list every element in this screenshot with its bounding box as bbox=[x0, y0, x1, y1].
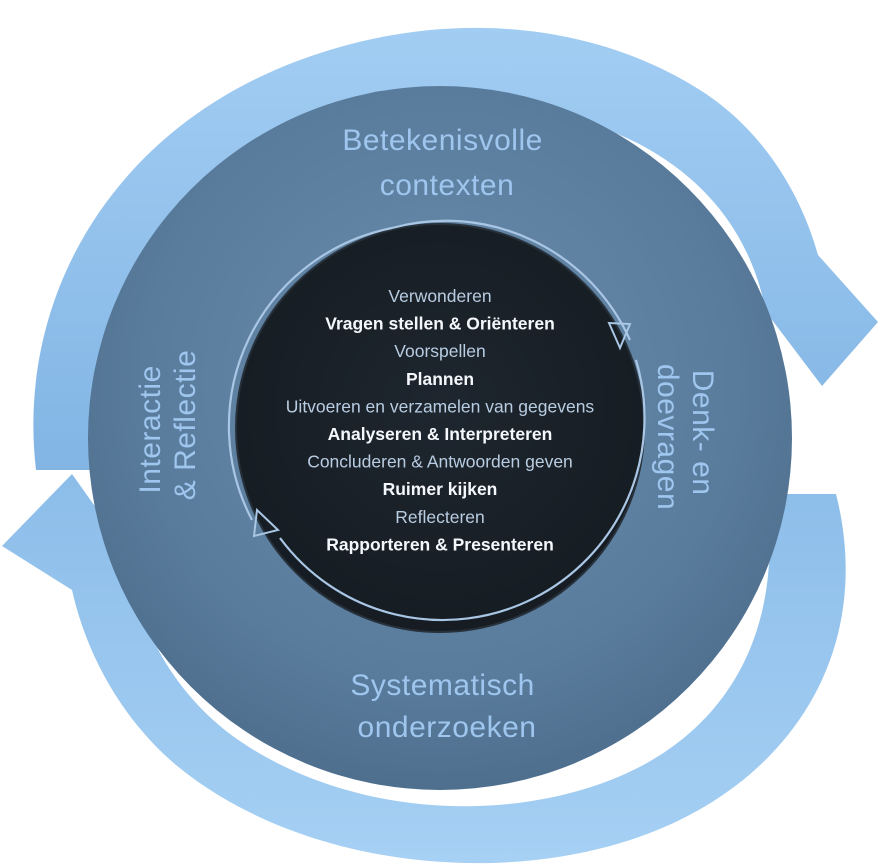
label-interaction-reflection: Interactie & Reflectie bbox=[134, 350, 202, 501]
inquiry-step: Ruimer kijken bbox=[383, 479, 498, 499]
inquiry-step: Verwonderen bbox=[388, 286, 491, 306]
inquiry-step: Vragen stellen & Oriënteren bbox=[325, 314, 555, 334]
inquiry-step: Analyseren & Interpreteren bbox=[328, 424, 553, 444]
label-think-do-questions: Denk- en doevragen bbox=[651, 364, 719, 510]
label-meaningful-contexts: Betekenisvolle contexten bbox=[342, 124, 551, 202]
inner-cycle-ring bbox=[227, 219, 646, 622]
bottom-cycle-arrow bbox=[2, 474, 846, 864]
inner-arrowhead-right bbox=[607, 321, 632, 351]
inquiry-step: Voorspellen bbox=[394, 341, 485, 361]
inquiry-step: Rapporteren & Presenteren bbox=[326, 534, 554, 554]
inquiry-step: Concluderen & Antwoorden geven bbox=[307, 452, 573, 472]
inquiry-step: Plannen bbox=[406, 369, 474, 389]
inquiry-step: Reflecteren bbox=[395, 507, 485, 527]
inner-arrowhead-left bbox=[252, 507, 281, 538]
inquiry-step: Uitvoeren en verzamelen van gegevens bbox=[286, 396, 595, 416]
top-cycle-arrow bbox=[33, 27, 879, 471]
label-systematic-research: Systematisch onderzoeken bbox=[350, 669, 543, 744]
